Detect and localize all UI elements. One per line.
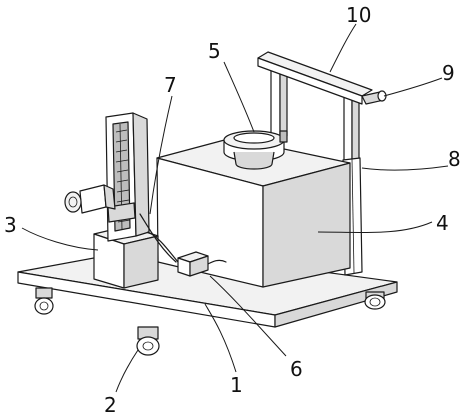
motor-shaft [68,196,78,208]
caster-wheel-front-left [34,287,54,315]
screw-thread [116,169,129,173]
caster-mount [35,287,53,299]
screw-thread [115,139,128,143]
handle-post-right-upper [343,89,353,163]
caster-hub [142,341,154,351]
main-box-side [262,162,351,288]
small-box-side [123,235,159,289]
callout-1: 1 [230,373,243,397]
callout-9: 9 [442,61,455,85]
callout-7: 7 [164,73,177,97]
callout-10: 10 [346,3,371,27]
caster-wheel-front-right [136,326,160,356]
screw-thread [116,179,129,183]
leader-5 [223,61,255,133]
callout-2: 2 [104,393,117,417]
leader-2 [115,349,139,393]
signal-cable-7 [139,213,177,263]
screw-thread [117,219,131,223]
callout-8: 8 [448,147,461,171]
leader-lines [21,23,449,393]
caster-hub [369,297,381,307]
callout-4: 4 [436,211,449,235]
screw-thread [115,149,128,153]
controller-side [189,255,209,277]
motor-body-side [103,184,116,210]
drive-motor [64,184,116,214]
callout-3: 3 [4,213,17,237]
caster-hub [39,301,49,311]
ring-clamp [279,130,288,143]
lifting-rail [105,112,150,242]
leader-7 [149,95,173,215]
screw-thread [115,129,128,133]
ring-lower-collar [233,151,275,170]
small-box-front [93,233,125,289]
screw-thread [116,189,130,193]
leader-4 [317,221,433,234]
handle-grip-end [377,90,387,102]
callout-5: 5 [208,39,221,63]
handle-crossbar-front [257,57,363,105]
leader-10 [329,23,357,73]
callout-6: 6 [290,357,303,381]
caster-wheel-rear-right [364,291,386,310]
signal-cable-small-box [147,231,179,263]
screw-thread [116,199,130,203]
top-ring-fixture [223,130,288,170]
leader-1 [204,303,237,373]
leader-3 [21,227,99,251]
caster-wheel [364,294,386,310]
sleeve-edge [351,158,355,274]
motor-body [79,184,107,214]
leader-9 [383,77,443,97]
controller-box [177,251,209,277]
motor-end-cap [64,191,82,213]
leader-8 [361,165,449,171]
caster-wheel [34,297,54,315]
leader-6 [209,275,287,357]
screw-thread [115,159,129,163]
ring-inner-opening [233,132,275,144]
caster-wheel [136,336,160,356]
